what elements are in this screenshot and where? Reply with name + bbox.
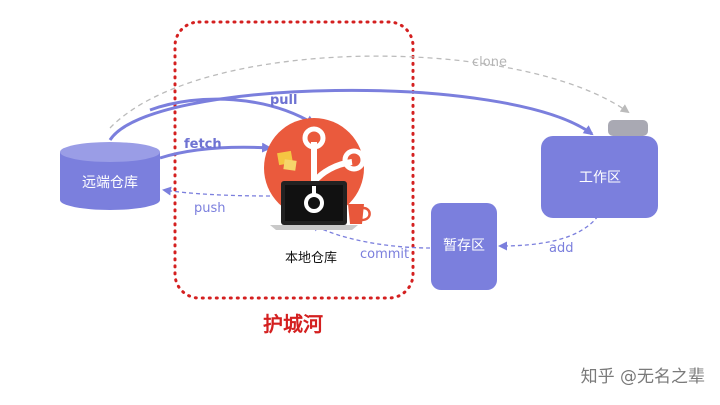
remote-repository: 远端仓库 <box>60 142 160 210</box>
mug-icon <box>348 204 371 224</box>
clone-label: clone <box>472 55 507 70</box>
staging-area-label: 暂存区 <box>443 238 485 254</box>
add-label: add <box>549 241 573 256</box>
pull-local-arrow <box>149 97 316 126</box>
local-repository-label: 本地仓库 <box>285 250 337 266</box>
laptop-icon <box>270 181 358 230</box>
staging-area: 暂存区 <box>431 203 497 290</box>
remote-repository-label: 远端仓库 <box>82 175 138 191</box>
push-arrow <box>162 186 271 197</box>
commit-label: commit <box>360 247 409 262</box>
pull-arrow <box>108 88 594 141</box>
commit-arrow <box>310 223 431 249</box>
fetch-label: fetch <box>184 137 222 152</box>
clone-arrow <box>109 55 630 129</box>
local-repository: 本地仓库 <box>264 118 371 266</box>
add-arrow <box>498 215 599 251</box>
fetch-arrow <box>159 142 272 160</box>
moat-boundary <box>173 20 415 300</box>
moat-label: 护城河 <box>263 312 323 336</box>
workspace: 工作区 <box>541 120 658 218</box>
push-label: push <box>194 201 226 216</box>
watermark: 知乎 @无名之辈 <box>581 367 705 387</box>
workspace-label: 工作区 <box>579 170 621 186</box>
pull-label: pull <box>270 93 297 108</box>
